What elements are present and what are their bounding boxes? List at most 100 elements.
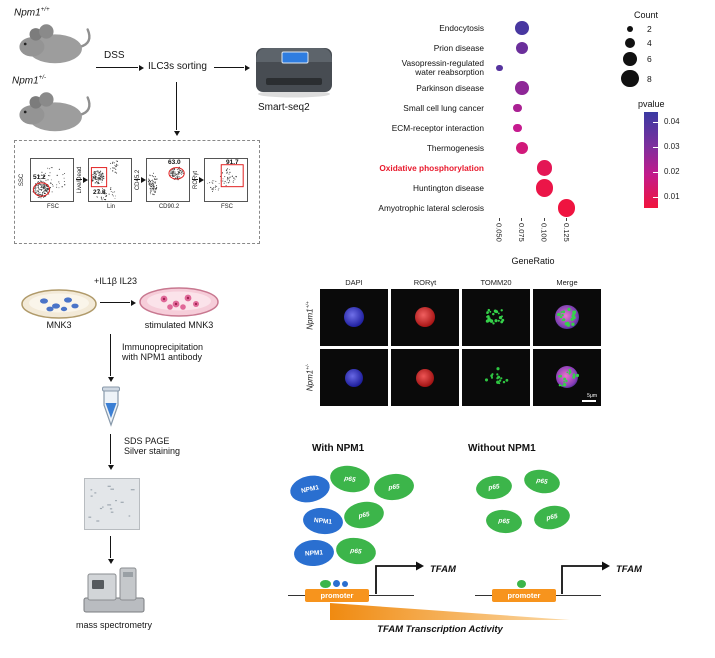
x-axis-title: GeneRatio bbox=[511, 256, 555, 266]
bubble-point bbox=[558, 199, 576, 217]
pvalue-tick-label: 0.01 bbox=[664, 191, 680, 201]
activity-label: TFAM Transcription Activity bbox=[377, 624, 503, 635]
arrow-facs-1 bbox=[76, 179, 82, 181]
arrow-facs-2 bbox=[134, 179, 140, 181]
mass-spec-icon bbox=[83, 567, 145, 613]
gate-percentage: 51.2 bbox=[33, 174, 46, 181]
tfam-gene-right: TFAM bbox=[616, 564, 642, 575]
promoter-right: promoter bbox=[492, 589, 556, 602]
if-row1-gene: Npm1 bbox=[305, 308, 315, 330]
pathway-label: Parkinson disease bbox=[416, 82, 484, 93]
mnk3-label: MNK3 bbox=[46, 320, 72, 330]
count-legend-item: 6 bbox=[620, 52, 712, 66]
if-image-dapi-het bbox=[320, 349, 388, 406]
count-legend-item: 8 bbox=[620, 69, 712, 88]
tfam-gene-left: TFAM bbox=[430, 564, 456, 575]
count-legend-items: 2 4 6 8 bbox=[598, 24, 712, 88]
bubble-point bbox=[536, 160, 552, 176]
ip-step-label: Immunoprecipitation with NPM1 antibody bbox=[122, 342, 204, 362]
facs-y-label: RORγt bbox=[193, 171, 199, 189]
arrow-stimulation bbox=[100, 302, 130, 304]
pvalue-legend-title: pvalue bbox=[638, 99, 665, 110]
gate-percentage: 63.0 bbox=[168, 159, 181, 166]
bubble-point bbox=[515, 42, 528, 54]
bubble-point bbox=[535, 179, 553, 197]
p65-protein: p65 bbox=[372, 471, 416, 503]
count-legend-item: 4 bbox=[620, 38, 712, 49]
bound-p65-icon bbox=[320, 580, 331, 588]
facs-x-label: FSC bbox=[221, 204, 233, 210]
bound-npm1-icon bbox=[333, 580, 340, 587]
if-col-rorgt: RORγt bbox=[413, 278, 437, 287]
if-image-tomm20-wt bbox=[462, 289, 530, 346]
arrow-to-sds bbox=[110, 434, 112, 464]
pathway-label: ECM-receptor interaction bbox=[391, 122, 484, 133]
bound-npm1-icon bbox=[342, 581, 348, 587]
dss-label: DSS bbox=[104, 50, 125, 61]
pathway-label: Huntington disease bbox=[412, 182, 484, 193]
facs-plot-livedead-lin: 27.8 Live/Dead Lin bbox=[77, 158, 132, 210]
count-legend-item: 2 bbox=[620, 24, 712, 34]
pvalue-tick-mark bbox=[653, 146, 658, 148]
transcription-arrow-left bbox=[375, 561, 424, 594]
facs-panel bbox=[14, 140, 260, 244]
bubble-point bbox=[495, 64, 503, 72]
pathway-label: Small cell lung cancer bbox=[403, 102, 484, 113]
bubble-point bbox=[512, 103, 522, 113]
activity-gradient-triangle bbox=[330, 603, 570, 620]
smartseq-machine-icon bbox=[256, 48, 332, 98]
bubble-point bbox=[515, 142, 528, 154]
bubble-point bbox=[512, 123, 522, 133]
if-col-tomm20: TOMM20 bbox=[480, 278, 512, 287]
sorting-label: ILC3s sorting bbox=[148, 61, 207, 72]
gate-percentage: 91.7 bbox=[226, 159, 239, 166]
gate-percentage: 27.8 bbox=[93, 189, 106, 196]
facs-scatter bbox=[207, 164, 244, 193]
facs-y-label: Live/Dead bbox=[77, 166, 83, 194]
npm1-protein: NPM1 bbox=[287, 472, 333, 506]
mouse-het-icon bbox=[19, 92, 91, 132]
bound-p65-icon bbox=[517, 580, 526, 588]
if-image-dapi-wt bbox=[320, 289, 388, 346]
arrow-to-ip bbox=[110, 334, 112, 376]
if-image-merge-het: 5μm bbox=[533, 349, 601, 406]
facs-scatter bbox=[32, 167, 66, 199]
facs-plot-ssc-fsc: 51.2 SSC FSC bbox=[19, 158, 74, 210]
gel-image bbox=[84, 478, 140, 530]
pathway-label: Thermogenesis bbox=[426, 142, 484, 153]
facs-x-label: FSC bbox=[47, 204, 59, 210]
p65-protein: p65 bbox=[328, 462, 372, 496]
sds-step-label: SDS PAGE Silver staining bbox=[124, 436, 181, 456]
if-image-rorgt-wt bbox=[391, 289, 459, 346]
pvalue-tick-label: 0.04 bbox=[664, 116, 680, 126]
if-row2-gene: Npm1 bbox=[305, 369, 315, 392]
facs-scatter bbox=[90, 160, 119, 201]
pvalue-tick-label: 0.03 bbox=[664, 141, 680, 151]
npm1-protein: NPM1 bbox=[293, 538, 335, 568]
if-row2-genotype: +/- bbox=[305, 363, 311, 370]
bubble-point bbox=[514, 21, 529, 35]
pvalue-tick-mark bbox=[653, 171, 658, 173]
facs-scatter bbox=[147, 166, 185, 196]
facs-y-label: SSC bbox=[19, 173, 25, 187]
pathway-label: Prion disease bbox=[433, 42, 484, 53]
p65-protein: p65 bbox=[484, 508, 524, 535]
if-row1-genotype: +/+ bbox=[305, 301, 311, 309]
ms-label: mass spectrometry bbox=[75, 620, 153, 630]
arrow-mice-to-sorting bbox=[96, 67, 138, 69]
arrow-to-ms bbox=[110, 536, 112, 558]
facs-plot-rorgt-fsc: 91.7 RORγt FSC bbox=[193, 158, 248, 210]
p65-protein: p65 bbox=[532, 503, 572, 532]
arrow-sorting-to-seq bbox=[214, 67, 244, 69]
transcription-arrow-right bbox=[561, 561, 610, 594]
if-row-label-wt: Npm1+/+ bbox=[306, 286, 315, 346]
with-npm1-title: With NPM1 bbox=[312, 443, 365, 454]
p65-protein: p65 bbox=[474, 473, 514, 502]
mouse1-gene: Npm1 bbox=[14, 7, 41, 19]
